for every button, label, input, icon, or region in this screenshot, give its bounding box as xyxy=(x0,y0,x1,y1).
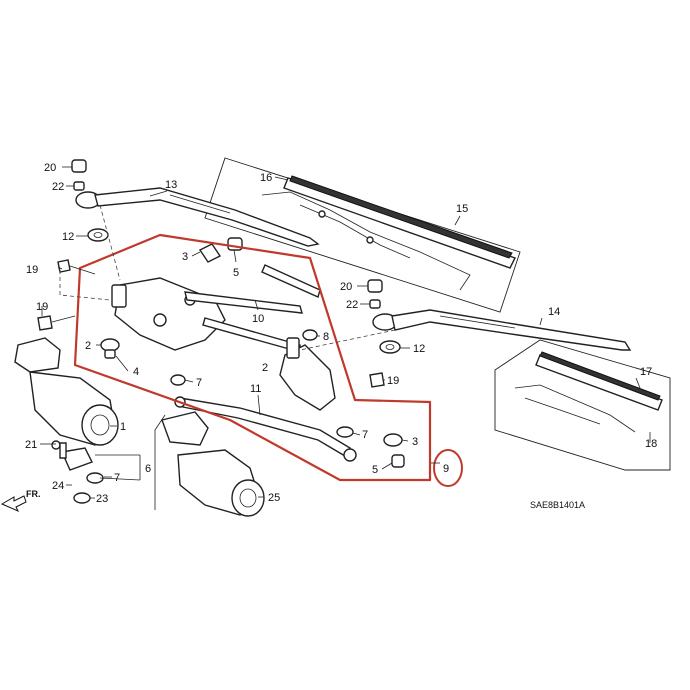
callout-9: 9 xyxy=(443,463,449,475)
callout-20-upper: 20 xyxy=(44,162,56,174)
reference-line-1 xyxy=(99,204,121,281)
blade-group-box-upper xyxy=(204,157,521,313)
callout-15: 15 xyxy=(456,203,468,215)
callout-3-upper: 3 xyxy=(182,251,188,263)
callout-19-right: 19 xyxy=(387,375,399,387)
wiper-blade-lower xyxy=(514,351,663,433)
callout-13: 13 xyxy=(165,179,177,191)
callout-23: 23 xyxy=(96,493,108,505)
assembly-highlight-outline xyxy=(73,233,432,482)
callout-10: 10 xyxy=(252,313,264,325)
wiper-motor-left xyxy=(14,337,119,471)
blade-group-box-lower xyxy=(494,339,671,471)
callout-5-upper: 5 xyxy=(233,267,239,279)
callout-2-right: 2 xyxy=(262,362,268,374)
callout-8: 8 xyxy=(323,331,329,343)
callout-18: 18 xyxy=(645,438,657,450)
callout-3-lower: 3 xyxy=(412,436,418,448)
wiper-arm-driver xyxy=(75,187,320,247)
callout-22-lower: 22 xyxy=(346,299,358,311)
nut-cap-upper xyxy=(71,159,109,242)
callout-17: 17 xyxy=(640,366,652,378)
callout-6: 6 xyxy=(145,463,151,475)
wiper-linkage-assembly xyxy=(100,237,405,468)
front-direction-arrow: FR. xyxy=(0,489,41,513)
bolt-fasteners xyxy=(37,259,385,504)
front-arrow-label: FR. xyxy=(26,489,41,499)
callout-4: 4 xyxy=(133,366,139,378)
callout-14: 14 xyxy=(548,306,560,318)
callout-21: 21 xyxy=(25,439,37,451)
callout-1: 1 xyxy=(120,421,126,433)
callout-5-lower: 5 xyxy=(372,464,378,476)
callout-2-left: 2 xyxy=(85,340,91,352)
callout-16: 16 xyxy=(260,172,272,184)
callout-7-lower: 7 xyxy=(114,472,120,484)
callout-12-lower: 12 xyxy=(413,343,425,355)
callout-25: 25 xyxy=(268,492,280,504)
callout-19-middle: 19 xyxy=(36,301,48,313)
wiper-arm-passenger xyxy=(372,309,632,351)
wiper-blade-upper xyxy=(261,175,516,291)
callout-9-highlight-circle xyxy=(433,449,463,487)
callout-24: 24 xyxy=(52,480,64,492)
callout-20-lower: 20 xyxy=(340,281,352,293)
callout-7-middle: 7 xyxy=(362,429,368,441)
leader-lines xyxy=(40,166,651,499)
reference-line-2 xyxy=(299,329,396,351)
reference-line-3 xyxy=(59,270,111,301)
callout-19-upper: 19 xyxy=(26,264,38,276)
callout-12-upper: 12 xyxy=(62,231,74,243)
diagram-code: SAE8B1401A xyxy=(530,500,585,510)
wiper-motor-replacement xyxy=(154,411,265,517)
callout-11: 11 xyxy=(250,383,261,395)
callout-22-upper: 22 xyxy=(52,181,64,193)
callout-7-upper: 7 xyxy=(196,377,202,389)
